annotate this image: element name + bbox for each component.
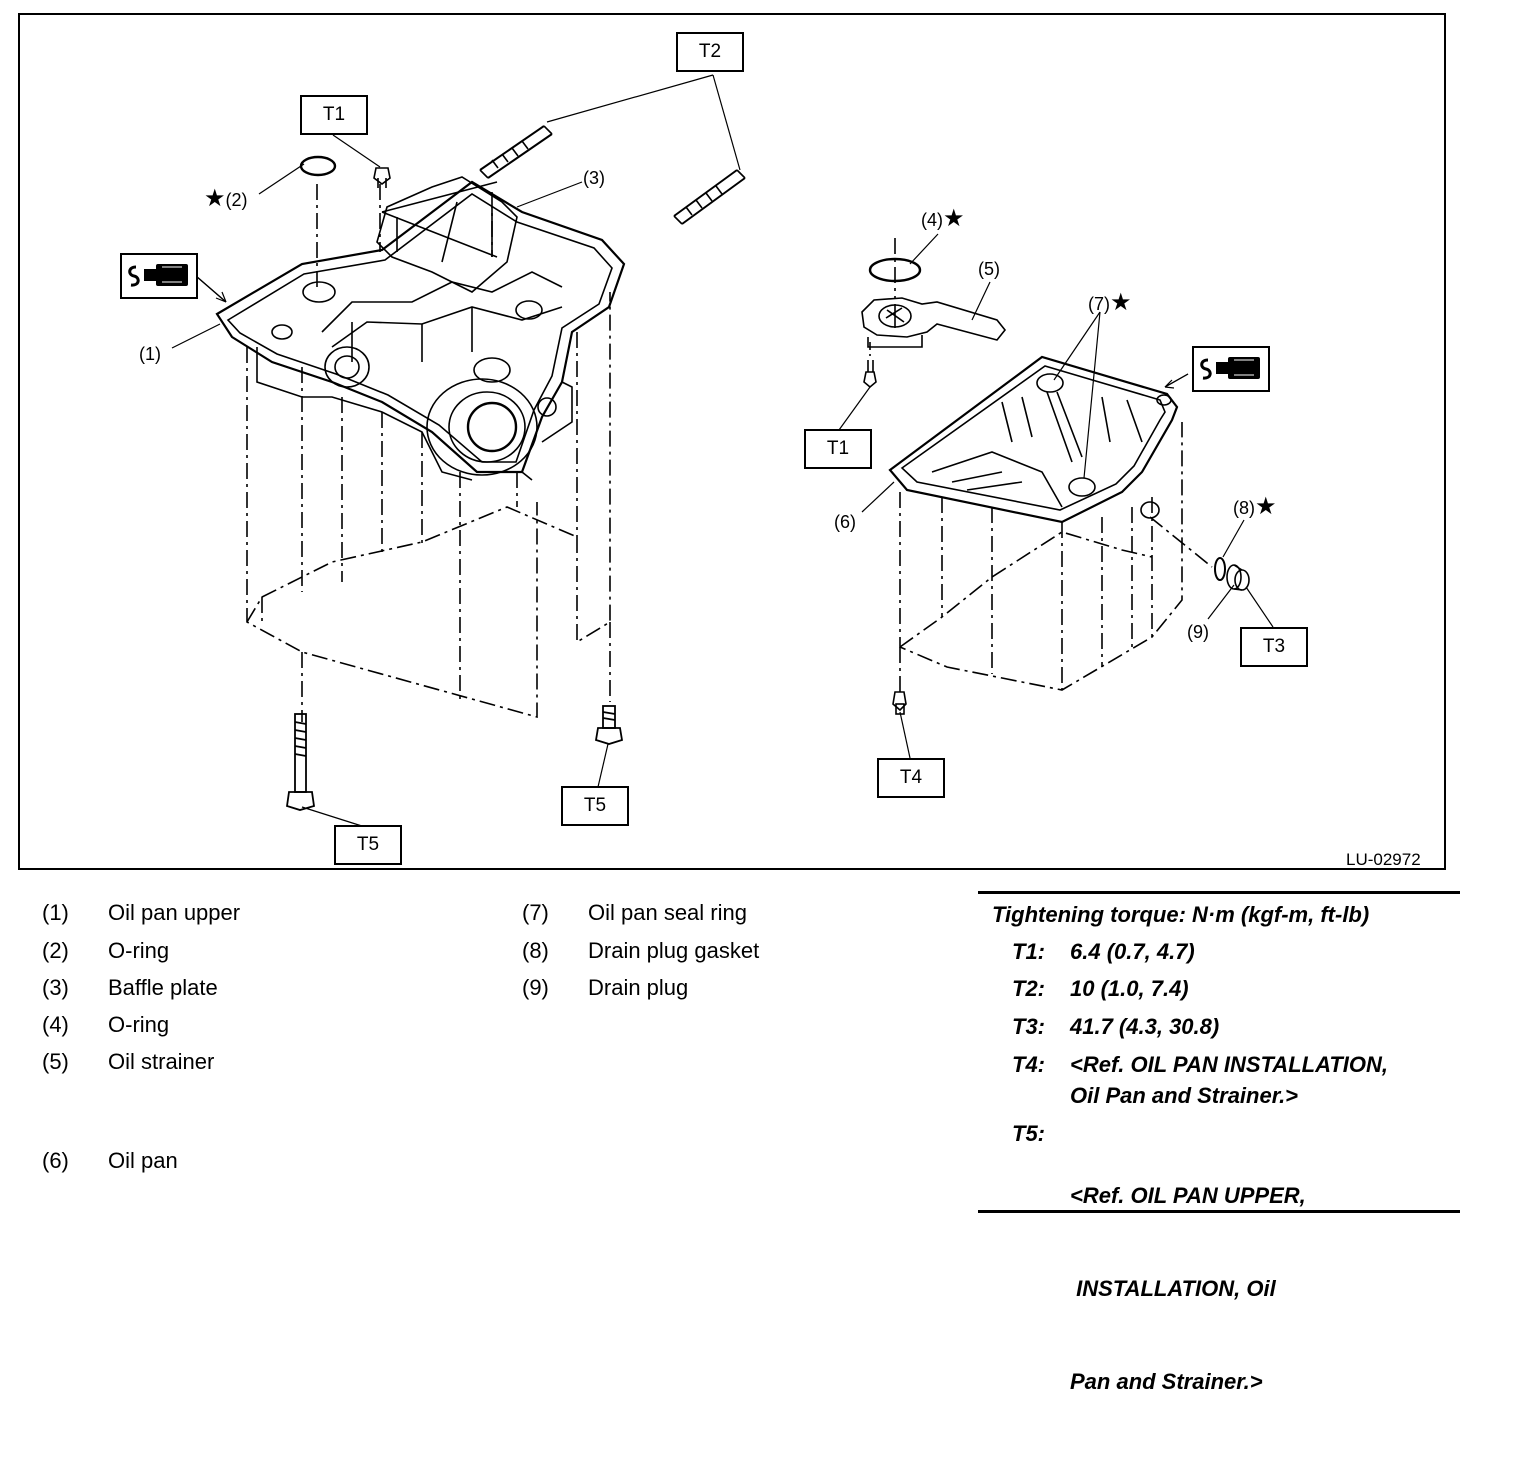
torque-code: T1: [1012, 939, 1045, 964]
callout-t4: T4 [877, 758, 945, 798]
torque-value: 6.4 (0.7, 4.7) [1070, 939, 1195, 964]
callout-t5-left: T5 [334, 825, 402, 865]
torque-code: T2: [1012, 976, 1045, 1001]
oil-pan-upper-lower-body [246, 184, 611, 722]
label-part-4: (4)★ [921, 205, 965, 232]
drain-plug-gasket-drawing [1214, 557, 1226, 581]
torque-value: 41.7 (4.3, 30.8) [1070, 1014, 1220, 1039]
diagram-drawing [171, 74, 1274, 828]
bolt-t4 [892, 691, 907, 715]
bolt-t1-right [863, 342, 877, 389]
liquid-gasket-icon [1192, 346, 1270, 392]
bolt-t1-left [373, 167, 391, 188]
callout-t2: T2 [676, 32, 744, 72]
label-part-5: (5) [978, 259, 1000, 279]
leader-lines [171, 74, 1274, 828]
torque-code: T3: [1012, 1014, 1045, 1039]
star-icon: ★ [204, 185, 226, 212]
star-icon: ★ [943, 205, 965, 232]
label-part-6: (6) [834, 512, 856, 532]
callout-t3: T3 [1240, 627, 1308, 667]
stud-bolts [479, 125, 746, 225]
torque-value: 10 (1.0, 7.4) [1070, 976, 1189, 1001]
callout-t5-center: T5 [561, 786, 629, 826]
label-part-9: (9) [1187, 622, 1209, 642]
torque-code: T5: [1012, 1121, 1045, 1146]
callout-t1-left: T1 [300, 95, 368, 135]
torque-value: <Ref. OIL PAN UPPER, INSTALLATION, Oil P… [1070, 1183, 1306, 1394]
figure-code: LU-02972 [1346, 850, 1421, 869]
callout-t1-right: T1 [804, 429, 872, 469]
star-icon: ★ [1255, 493, 1277, 520]
liquid-gasket-icon [120, 253, 198, 299]
bolt-t5-center [594, 705, 624, 745]
torque-code: T4: [1012, 1052, 1045, 1077]
oil-strainer-drawing [861, 238, 1007, 348]
label-part-2: ★(2) [204, 185, 248, 212]
oil-pan-upper-drawing [215, 176, 626, 481]
star-icon: ★ [1110, 289, 1132, 316]
label-part-7: (7)★ [1088, 289, 1132, 316]
o-ring-2-drawing [299, 155, 337, 177]
oil-pan-drawing [888, 355, 1179, 524]
exploded-diagram: T1 T2 T1 T3 T4 T5 T5 ★(2) (3) (1) (4)★ (… [18, 13, 1446, 870]
drain-plug-drawing [1226, 564, 1250, 591]
torque-table: Tightening torque: N·m (kgf-m, ft-lb) T1… [978, 891, 1460, 1394]
oil-pan-lower-body [899, 422, 1213, 692]
label-part-1: (1) [139, 344, 161, 364]
label-part-8: (8)★ [1233, 493, 1277, 520]
bolt-t5-left [286, 713, 316, 811]
label-part-3: (3) [583, 168, 605, 188]
torque-value: <Ref. OIL PAN INSTALLATION, Oil Pan and … [1070, 1052, 1388, 1108]
torque-title: Tightening torque: N·m (kgf-m, ft-lb) [992, 902, 1370, 927]
